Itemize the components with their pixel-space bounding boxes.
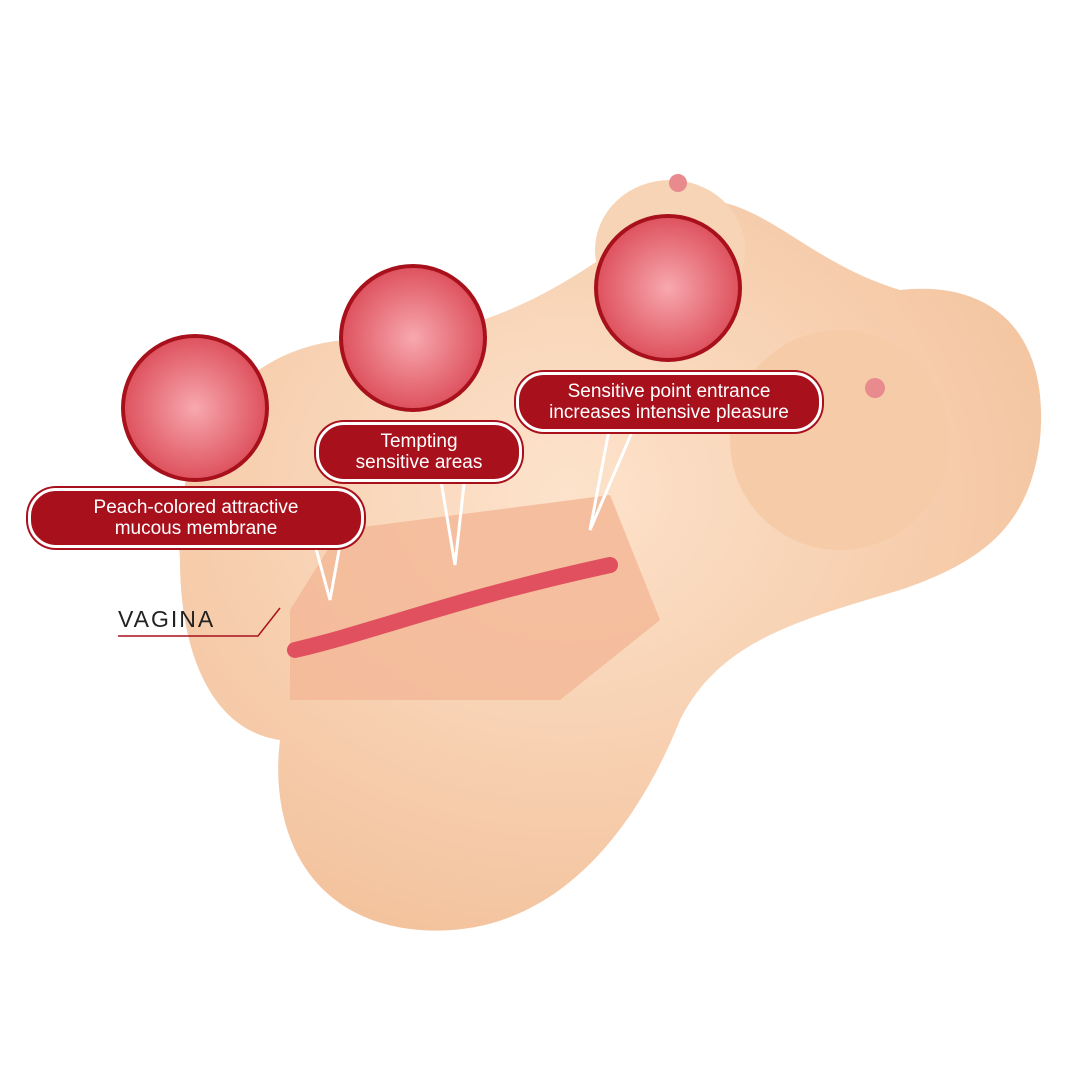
cutaway-section (287, 495, 660, 700)
callout-entrance-line2: increases intensive pleasure (549, 402, 789, 423)
texture-circle-areas (339, 264, 487, 412)
callout-membrane-line2: mucous membrane (114, 518, 278, 539)
callout-entrance: Sensitive point entrance increases inten… (516, 372, 822, 432)
callout-areas-line2: sensitive areas (355, 452, 483, 473)
detail-circles (121, 214, 742, 482)
pointer-lines (313, 424, 637, 601)
callout-membrane-line1: Peach-colored attractive (93, 497, 299, 518)
callout-entrance-line1: Sensitive point entrance (567, 381, 771, 402)
callout-areas-line1: Tempting (380, 431, 458, 452)
vagina-pointer-line (118, 607, 281, 637)
callout-membrane: Peach-colored attractive mucous membrane (28, 488, 364, 548)
texture-circle-membrane (121, 334, 269, 482)
vagina-label: VAGINA (118, 606, 216, 632)
texture-circle-entrance (594, 214, 742, 362)
callout-areas: Tempting sensitive areas (316, 422, 522, 482)
